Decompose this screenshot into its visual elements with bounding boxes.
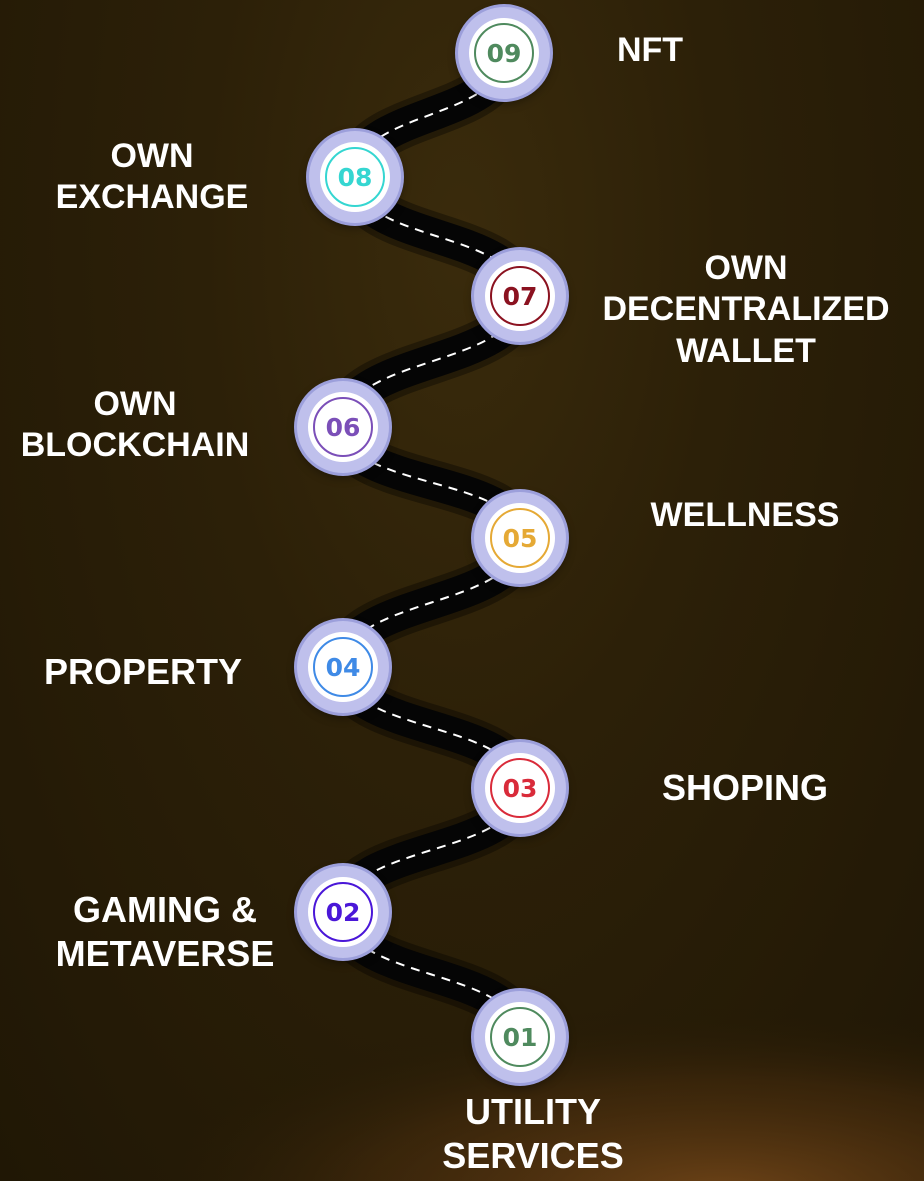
milestone-number: 08: [325, 147, 385, 207]
milestone-label-gaming-metaverse: GAMING & METAVERSE: [55, 889, 275, 974]
milestone-number: 01: [490, 1007, 550, 1067]
milestone-number: 09: [474, 23, 534, 83]
milestone-07[interactable]: 07: [474, 250, 566, 342]
milestone-label-nft: NFT: [616, 31, 684, 69]
milestone-label-own-blockchain: OWN BLOCKCHAIN: [20, 385, 250, 465]
milestone-label-own-exchange: OWN EXCHANGE: [55, 137, 249, 217]
milestone-08[interactable]: 08: [309, 131, 401, 223]
milestone-label-own-decentralized-wallet: OWN DECENTRALIZED WALLET: [602, 249, 890, 370]
milestone-number: 03: [490, 758, 550, 818]
milestone-09[interactable]: 09: [458, 7, 550, 99]
milestone-number: 02: [313, 882, 373, 942]
milestone-03[interactable]: 03: [474, 742, 566, 834]
milestone-number: 05: [490, 508, 550, 568]
milestone-number: 06: [313, 397, 373, 457]
milestone-label-shoping: SHOPING: [661, 767, 829, 808]
milestone-label-property: PROPERTY: [43, 651, 243, 692]
milestone-04[interactable]: 04: [297, 621, 389, 713]
milestone-02[interactable]: 02: [297, 866, 389, 958]
milestone-number: 07: [490, 266, 550, 326]
milestone-05[interactable]: 05: [474, 492, 566, 584]
milestone-label-wellness: WELLNESS: [650, 496, 840, 534]
milestone-number: 04: [313, 637, 373, 697]
milestone-01[interactable]: 01: [474, 991, 566, 1083]
milestone-label-utility-services: UTILITY SERVICES: [442, 1091, 624, 1176]
milestone-06[interactable]: 06: [297, 381, 389, 473]
